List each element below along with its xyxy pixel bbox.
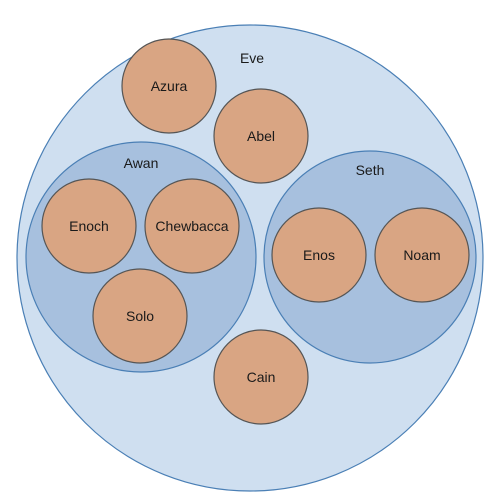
noam-label: Noam <box>403 247 440 263</box>
chewbacca-circle <box>144 178 240 274</box>
cain-circle <box>213 329 309 425</box>
seth-circle <box>263 150 477 364</box>
enoch-circle <box>41 178 137 274</box>
leaf-node-enoch: Enoch <box>41 178 137 274</box>
cain-label: Cain <box>247 369 276 385</box>
leaf-node-enos: Enos <box>271 207 367 303</box>
seth-label: Seth <box>356 162 385 178</box>
azura-label: Azura <box>151 78 188 94</box>
root-label: Eve <box>240 50 264 66</box>
abel-circle <box>213 88 309 184</box>
leaf-node-azura: Azura <box>121 38 217 134</box>
enos-circle <box>271 207 367 303</box>
awan-label: Awan <box>124 155 159 171</box>
azura-circle <box>121 38 217 134</box>
enos-label: Enos <box>303 247 335 263</box>
leaf-node-cain: Cain <box>213 329 309 425</box>
enoch-label: Enoch <box>69 218 109 234</box>
solo-circle <box>92 268 188 364</box>
abel-label: Abel <box>247 128 275 144</box>
chewbacca-label: Chewbacca <box>155 218 228 234</box>
solo-label: Solo <box>126 308 154 324</box>
leaf-node-abel: Abel <box>213 88 309 184</box>
group-node-seth: Seth <box>263 150 477 364</box>
leaf-node-solo: Solo <box>92 268 188 364</box>
noam-circle <box>374 207 470 303</box>
leaf-node-noam: Noam <box>374 207 470 303</box>
leaf-node-chewbacca: Chewbacca <box>144 178 240 274</box>
